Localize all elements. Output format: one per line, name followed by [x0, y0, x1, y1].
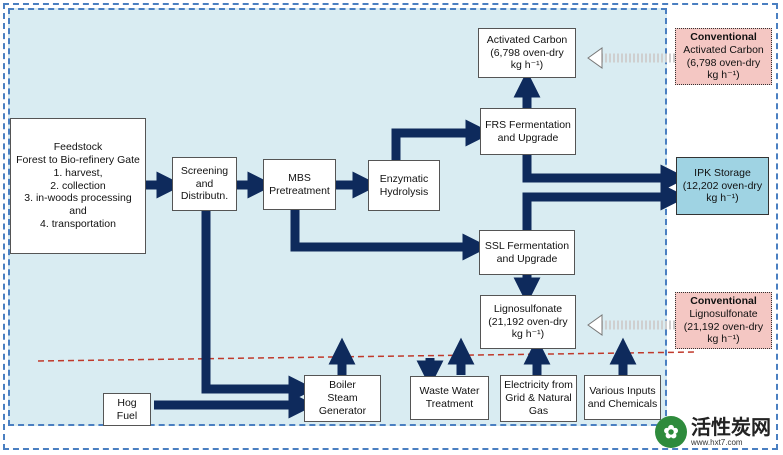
watermark-text: 活性炭网	[691, 416, 771, 439]
conventional-lig-header: Conventional	[690, 294, 757, 307]
conventional-lignosulfonate-box: Conventional Lignosulfonate (21,192 oven…	[675, 292, 772, 349]
mbs-pretreatment-box: MBS Pretreatment	[263, 159, 336, 210]
watermark-url: www.hxt7.com	[691, 437, 743, 447]
waste-water-treatment-box: Waste Water Treatment	[410, 376, 489, 420]
ipk-storage-box: IPK Storage (12,202 oven-dry kg h⁻¹)	[676, 157, 769, 215]
ssl-fermentation-box: SSL Fermentation and Upgrade	[479, 230, 575, 275]
arrow-frs-ipk	[522, 155, 688, 192]
screening-box: Screening and Distributn.	[172, 157, 237, 211]
activated-carbon-box: Activated Carbon (6,798 oven-dry kg h⁻¹)	[478, 28, 576, 78]
various-inputs-box: Various Inputs and Chemicals	[584, 375, 661, 420]
watermark-logo: ✿ 活性炭网 www.hxt7.com	[655, 412, 779, 452]
conventional-lig-text: Lignosulfonate (21,192 oven-dry kg h⁻¹)	[683, 307, 764, 346]
arrow-ssl-ipk	[522, 183, 688, 230]
arrow-screening-boiler	[201, 210, 316, 403]
arrowhead-conventional-lig	[587, 314, 603, 336]
arrowhead-conventional-ac	[587, 47, 603, 69]
conventional-ac-header: Conventional	[690, 30, 757, 43]
arrow-enzymatic-frs	[391, 119, 493, 160]
conventional-activated-carbon-box: Conventional Activated Carbon (6,798 ove…	[675, 28, 772, 85]
boiler-steam-generator-box: Boiler Steam Generator	[304, 375, 381, 422]
frs-fermentation-box: FRS Fermentation and Upgrade	[480, 108, 576, 155]
leaf-icon: ✿	[655, 416, 687, 448]
hog-fuel-box: Hog Fuel	[103, 393, 151, 426]
enzymatic-hydrolysis-box: Enzymatic Hydrolysis	[368, 160, 440, 211]
divider-line	[37, 351, 698, 362]
conventional-ac-text: Activated Carbon (6,798 oven-dry kg h⁻¹)	[683, 43, 764, 82]
lignosulfonate-box: Lignosulfonate (21,192 oven-dry kg h⁻¹)	[480, 295, 576, 349]
electricity-box: Electricity from Grid & Natural Gas	[500, 375, 577, 422]
feedstock-box: Feedstock Forest to Bio-refinery Gate 1.…	[10, 118, 146, 254]
arrow-mbs-ssl	[290, 210, 490, 261]
